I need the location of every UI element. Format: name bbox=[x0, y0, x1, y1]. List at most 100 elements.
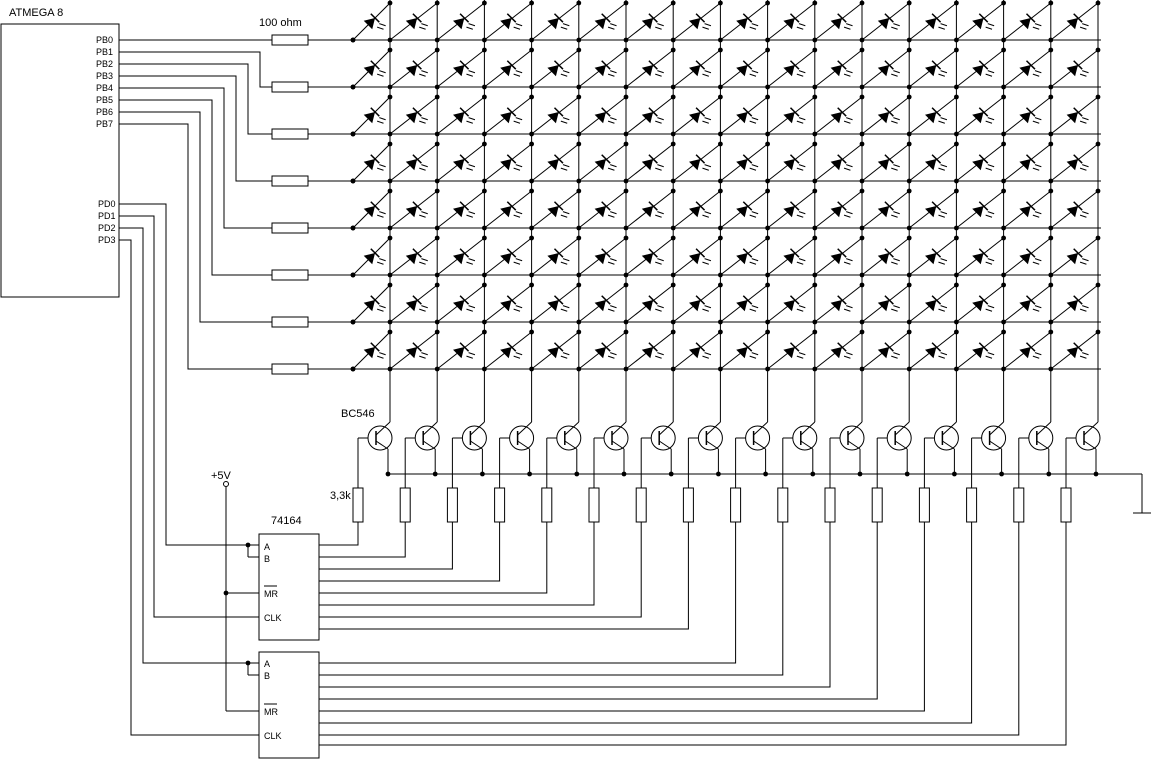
mcu-pin-pb5: PB5 bbox=[96, 95, 113, 105]
junction-dot bbox=[906, 188, 912, 194]
junction-dot bbox=[859, 47, 865, 53]
led bbox=[783, 342, 806, 359]
junction-dot bbox=[906, 366, 912, 372]
sr1-pin-mr: MR bbox=[264, 589, 278, 599]
led bbox=[453, 342, 476, 359]
junction-dot bbox=[670, 131, 676, 137]
junction-dot bbox=[1048, 84, 1054, 90]
junction-dot bbox=[765, 188, 770, 194]
junction-dot bbox=[529, 225, 534, 231]
base-resistor bbox=[824, 487, 836, 523]
junction-dot bbox=[623, 37, 629, 43]
junction-dot bbox=[350, 37, 356, 43]
junction-dot bbox=[954, 188, 959, 194]
led bbox=[830, 154, 853, 171]
pd2-data-wire bbox=[119, 227, 259, 664]
led bbox=[925, 201, 948, 218]
transistor bbox=[499, 421, 535, 451]
row-wire-pb5 bbox=[119, 99, 272, 276]
led bbox=[1066, 154, 1089, 171]
led bbox=[972, 295, 995, 312]
led bbox=[641, 201, 664, 218]
led bbox=[972, 248, 995, 265]
transistor bbox=[735, 421, 771, 451]
transistor bbox=[405, 421, 440, 451]
led bbox=[689, 154, 712, 171]
junction-dot bbox=[670, 329, 676, 335]
led bbox=[405, 248, 428, 265]
junction-dot bbox=[906, 319, 912, 325]
row-wire-pb4 bbox=[119, 87, 272, 229]
junction-dot bbox=[859, 0, 865, 6]
shift-register-1 bbox=[258, 533, 320, 641]
junction-dot bbox=[812, 235, 818, 241]
junction-dot bbox=[1048, 131, 1054, 137]
junction-dot bbox=[954, 366, 959, 372]
led bbox=[500, 60, 523, 77]
junction-dot bbox=[623, 0, 629, 6]
junction-dot bbox=[670, 94, 676, 100]
junction-dot bbox=[387, 178, 393, 184]
shift-output-wire bbox=[319, 522, 501, 582]
led bbox=[547, 342, 570, 359]
junction-dot bbox=[859, 366, 865, 372]
junction-dot bbox=[857, 471, 863, 477]
junction-dot bbox=[576, 84, 582, 90]
junction-dot bbox=[718, 141, 723, 147]
junction-dot bbox=[434, 37, 440, 43]
junction-dot bbox=[859, 84, 865, 90]
led bbox=[689, 295, 712, 312]
led bbox=[925, 13, 948, 30]
led bbox=[641, 248, 664, 265]
junction-dot bbox=[1048, 329, 1054, 335]
led bbox=[363, 107, 386, 124]
supply-label: +5V bbox=[211, 470, 232, 482]
junction-dot bbox=[482, 84, 487, 90]
transistor-label: BC546 bbox=[341, 408, 375, 420]
junction-dot bbox=[718, 188, 723, 194]
junction-dot bbox=[765, 47, 770, 53]
junction-dot bbox=[623, 188, 629, 194]
led bbox=[1019, 154, 1042, 171]
base-resistor bbox=[871, 487, 883, 523]
junction-dot bbox=[906, 225, 912, 231]
mcu-pin-pb1: PB1 bbox=[96, 47, 113, 57]
led bbox=[877, 342, 900, 359]
junction-dot bbox=[529, 235, 534, 241]
led bbox=[405, 13, 428, 30]
junction-dot bbox=[1001, 225, 1006, 231]
junction-dot bbox=[718, 329, 723, 335]
led bbox=[547, 13, 570, 30]
junction-dot bbox=[859, 329, 865, 335]
junction-dot bbox=[812, 319, 818, 325]
led bbox=[972, 154, 995, 171]
junction-dot bbox=[387, 366, 393, 372]
mcu-block bbox=[0, 23, 120, 298]
pd1-clock-wire bbox=[119, 215, 259, 618]
shift-output-wire bbox=[319, 522, 1067, 746]
junction-dot bbox=[387, 131, 393, 137]
junction-dot bbox=[954, 178, 959, 184]
led bbox=[405, 154, 428, 171]
led bbox=[736, 154, 759, 171]
led bbox=[689, 13, 712, 30]
junction-dot bbox=[1001, 0, 1006, 6]
base-resistor bbox=[588, 487, 600, 523]
junction-dot bbox=[1001, 188, 1006, 194]
junction-dot bbox=[1001, 282, 1006, 288]
row-wire-pb1 bbox=[119, 51, 272, 88]
led bbox=[877, 154, 900, 171]
junction-dot bbox=[576, 188, 582, 194]
junction-dot bbox=[576, 272, 582, 278]
junction-dot bbox=[245, 542, 251, 548]
pd0-data-wire bbox=[119, 203, 259, 546]
junction-dot bbox=[812, 141, 818, 147]
led bbox=[405, 201, 428, 218]
led bbox=[547, 201, 570, 218]
sr1-pin-a: A bbox=[264, 542, 270, 552]
junction-dot bbox=[954, 37, 959, 43]
junction-dot bbox=[529, 178, 534, 184]
junction-dot bbox=[434, 272, 440, 278]
junction-dot bbox=[859, 131, 865, 137]
